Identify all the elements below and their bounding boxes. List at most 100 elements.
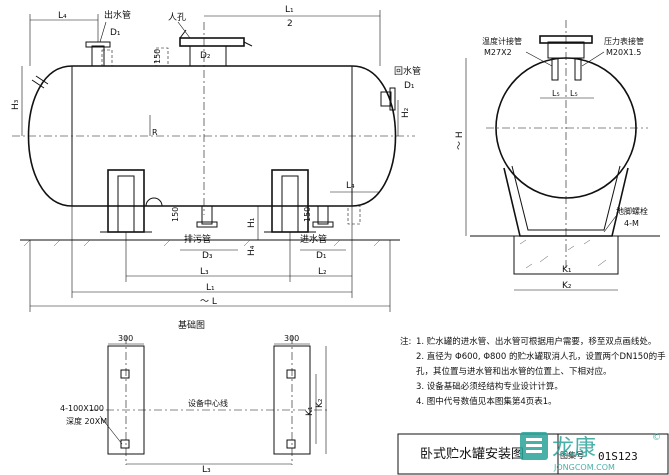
label-anchor-bolt: 地脚螺栓 [616,206,648,216]
watermark: 龙康 JONGCOM.COM © [520,432,661,472]
label-L5-right: L₅ [570,89,578,98]
label-L: L₁ [206,283,215,293]
label-L3: L₃ [200,267,209,277]
inlet-pipe [317,205,329,225]
leader-outlet [99,21,107,43]
end-manhole [547,41,585,59]
watermark-copyright: © [652,433,661,443]
manhole-hinge [243,41,253,47]
label-D3: D₃ [202,251,213,261]
notes: 注: 1. 贮水罐的进水管、出水管可根据用户需要，移至双点画线处。 2. 直径为… [400,336,666,407]
end-saddle-inner [511,165,621,231]
label-anchor-spec: 4-M [624,219,639,228]
label-150-a: 150 [171,207,180,222]
label-pressure-spec: M20X1.5 [606,48,641,57]
label-300-right: 300 [284,334,299,343]
watermark-logo-bar2 [526,444,542,447]
foundation-title: 基础图 [178,319,205,331]
label-D1-right: D₁ [404,81,415,91]
label-center-line: 设备中心线 [188,398,228,408]
label-manhole: 人孔 [168,12,186,23]
label-H2: H₂ [401,107,411,118]
alt-port-top [155,47,169,67]
outlet-pipe [91,45,105,67]
label-outlet-pipe: 出水管 [104,9,131,21]
title-block: 卧式贮水罐安装图 图集号 01S123 [397,433,669,475]
drawing-no: 01S123 [598,450,638,463]
label-L5-left: L₅ [552,89,560,98]
foundation-plan: 基础图 300 300 4-100X100 深度 20XM 设备中心线 K₁ K… [60,319,330,475]
notes-prefix: 注: [400,336,411,347]
label-D2: D₂ [200,51,211,61]
bolt-hole-1 [120,369,130,379]
vent-pipe [35,75,49,85]
radius-label: R [152,128,158,137]
label-hole-spec: 4-100X100 [60,404,104,413]
drawing-title: 卧式贮水罐安装图 [420,447,524,462]
label-K1-plan: K₁ [305,406,315,416]
label-pressure: 压力表接管 [604,36,644,46]
end-foundation-hatch [519,239,607,269]
sump-cap [145,197,163,207]
label-approx-L: ～ L [200,297,217,307]
drawing-no-label: 图集号 [560,450,584,460]
drain-pipe [201,205,213,225]
label-return-pipe: 回水管 [394,65,421,77]
label-H1: H₁ [247,217,257,228]
label-L1: L₁ [285,5,294,15]
vent-pipe-2 [31,79,45,89]
note-1: 1. 贮水罐的进水管、出水管可根据用户需要，移至双点画线处。 [416,336,656,347]
manhole-flange [179,37,245,47]
pressure-nozzle [574,57,582,81]
note-3: 3. 设备基础必须经结构专业设计计算。 [416,381,563,392]
inlet-flange [312,221,334,228]
label-L4-top: L₄ [58,11,67,21]
outlet-alt-pipe [101,49,113,67]
label-approx-H: ～ H [455,131,465,150]
label-300-left: 300 [118,334,133,343]
label-half: 2 [287,19,293,29]
label-inlet-pipe: 进水管 [300,233,327,245]
label-thermometer-spec: M27X2 [484,48,512,57]
label-K2-plan: K₂ [315,398,325,408]
bolt-hole-2 [120,439,130,449]
thermometer-nozzle [551,57,559,81]
end-view: 温度计接管 M27X2 压力表接管 M20X1.5 L₅ L₅ ～ H 地脚螺栓… [455,20,660,291]
leader-anchor [603,215,617,233]
label-depth-spec: 深度 20XM [66,416,107,426]
label-L2: L₂ [318,267,327,277]
note-4: 4. 图中代号数值见本图集第4页表1。 [416,396,557,407]
bolt-hole-3 [286,369,296,379]
label-L3-plan: L₃ [202,465,211,475]
label-drain-pipe: 排污管 [184,233,211,245]
note-2: 2. 直径为 Φ600, Φ800 的贮水罐取消人孔，设置两个DN150的手 [416,351,666,362]
leader-manhole [177,21,191,39]
saddle-left [100,169,152,233]
end-manhole-flange [539,35,593,44]
label-K1: K₁ [562,265,572,275]
side-view: R [11,5,421,312]
label-150-top: 150 [153,49,162,64]
label-thermometer: 温度计接管 [482,36,522,46]
label-D1-top: D₁ [110,28,121,38]
bolt-hole-4 [286,439,296,449]
return-pipe [380,91,392,107]
label-D1-bottom: D₁ [316,251,327,261]
watermark-logo-bar1 [526,438,542,441]
label-K2: K₂ [562,281,572,291]
label-H3: H₃ [11,99,21,110]
label-L4-right: L₄ [346,181,355,191]
leader-thermometer [525,51,553,67]
watermark-logo-bar3 [526,450,542,453]
drain-flange [196,221,218,228]
note-2-cont: 孔，其位置与进水管和出水管的位置上、下相对应。 [416,366,612,377]
ground-hatch [23,239,381,247]
watermark-domain: JONGCOM.COM [553,463,615,472]
label-H4: H₄ [247,245,257,256]
label-150-b: 150 [303,207,312,222]
leader-pressure [581,51,605,67]
inlet-alt-pipe [347,205,361,225]
leader-hole [99,415,123,445]
return-flange [389,87,396,111]
